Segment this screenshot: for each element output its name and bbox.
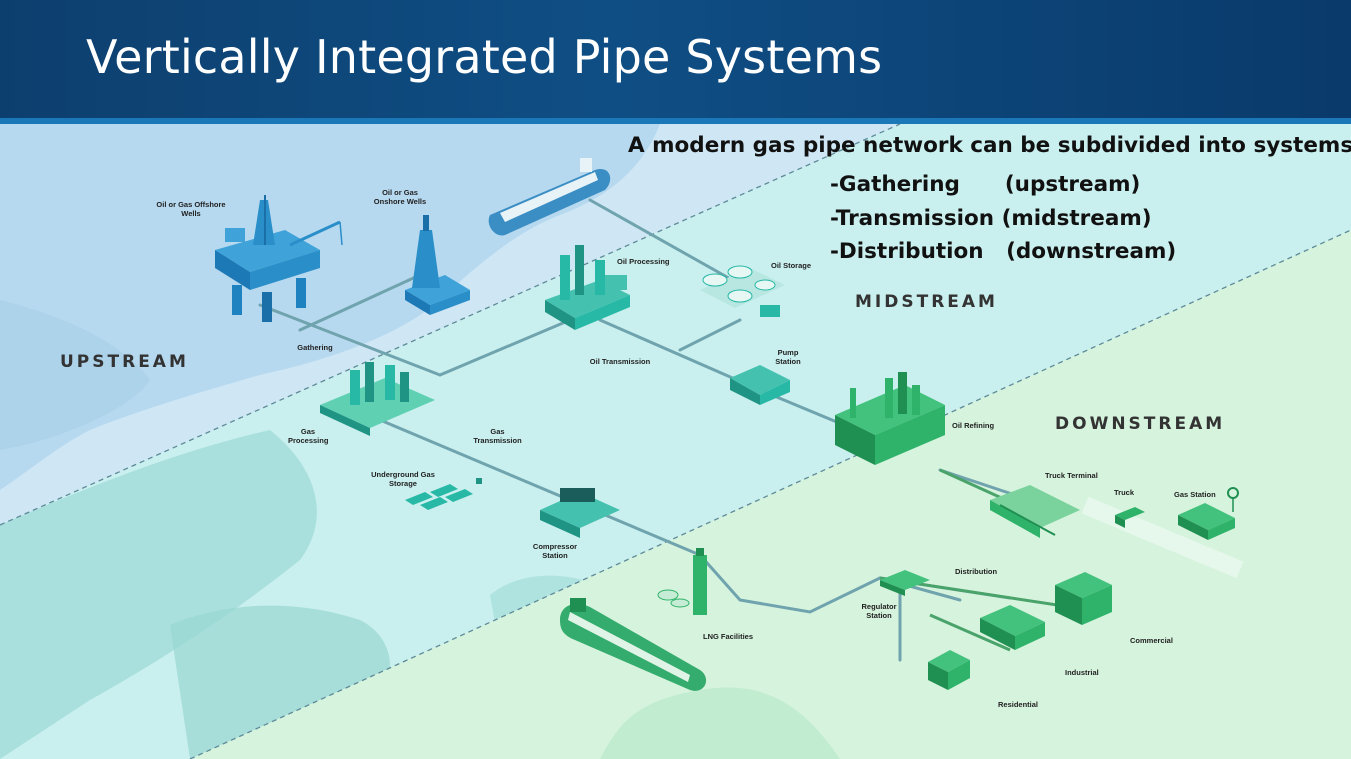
header-bar: Vertically Integrated Pipe Systems [0,0,1351,124]
label-gathering: Gathering [297,343,333,352]
label-commercial: Commercial [1130,636,1173,645]
label-truck: Truck [1114,488,1135,497]
oil-storage-icon [700,265,785,317]
label-compressor-station: Compressor Station [532,542,578,560]
label-pump-station: Pump Station [775,348,801,366]
label-regulator-station: Regulator Station [861,602,897,620]
slide-title: Vertically Integrated Pipe Systems [86,30,883,84]
pipeline-diagram [0,124,1351,759]
label-gas-processing: Gas Processing [288,427,329,445]
compressor-station-icon [540,488,620,538]
label-oil-storage: Oil Storage [771,261,812,270]
industrial-building-icon [980,605,1045,650]
label-industrial: Industrial [1065,668,1099,677]
label-oil-refining: Oil Refining [952,421,995,430]
label-oil-processing: Oil Processing [617,257,670,266]
lng-facility-icon [657,548,707,615]
pump-station-icon [730,365,790,405]
lng-tanker-icon [560,598,707,691]
oil-refinery-icon [835,372,945,465]
gas-station-icon [1178,487,1239,540]
system-list: -Gathering (upstream) -Transmission (mids… [830,168,1176,269]
zone-label-downstream: DOWNSTREAM [1055,414,1226,434]
label-truck-terminal: Truck Terminal [1045,471,1098,480]
label-offshore-wells: Oil or Gas Offshore Wells [156,200,226,218]
label-gas-transmission: Gas Transmission [473,427,522,445]
tanker-ship-icon [488,158,611,236]
system-item: -Gathering (upstream) [830,172,1141,197]
system-item: -Transmission (midstream) [830,205,1152,231]
label-oil-transmission: Oil Transmission [589,357,651,366]
oil-processing-icon [545,245,630,330]
label-underground-storage: Underground Gas Storage [371,470,435,488]
residential-house-icon [928,650,970,690]
commercial-building-icon [1055,572,1112,625]
truck-icon [1081,496,1244,579]
network-note-heading: A modern gas pipe network can be subdivi… [628,133,1351,158]
header-accent-band [0,118,1351,124]
gas-processing-icon [320,362,435,436]
label-residential: Residential [998,700,1039,709]
underground-storage-icon [405,478,482,510]
zone-label-midstream: MIDSTREAM [855,292,998,312]
label-gas-station: Gas Station [1174,490,1216,499]
zone-label-upstream: UPSTREAM [60,352,189,372]
label-lng-facilities: LNG Facilities [703,632,754,641]
label-distribution: Distribution [955,567,998,576]
truck-terminal-icon [990,485,1080,538]
label-onshore-wells: Oil or Gas Onshore Wells [373,188,427,206]
regulator-station-icon [880,570,930,596]
system-item: -Distribution (downstream) [830,239,1177,264]
onshore-well-icon [405,215,470,315]
offshore-rig-icon [215,195,343,322]
